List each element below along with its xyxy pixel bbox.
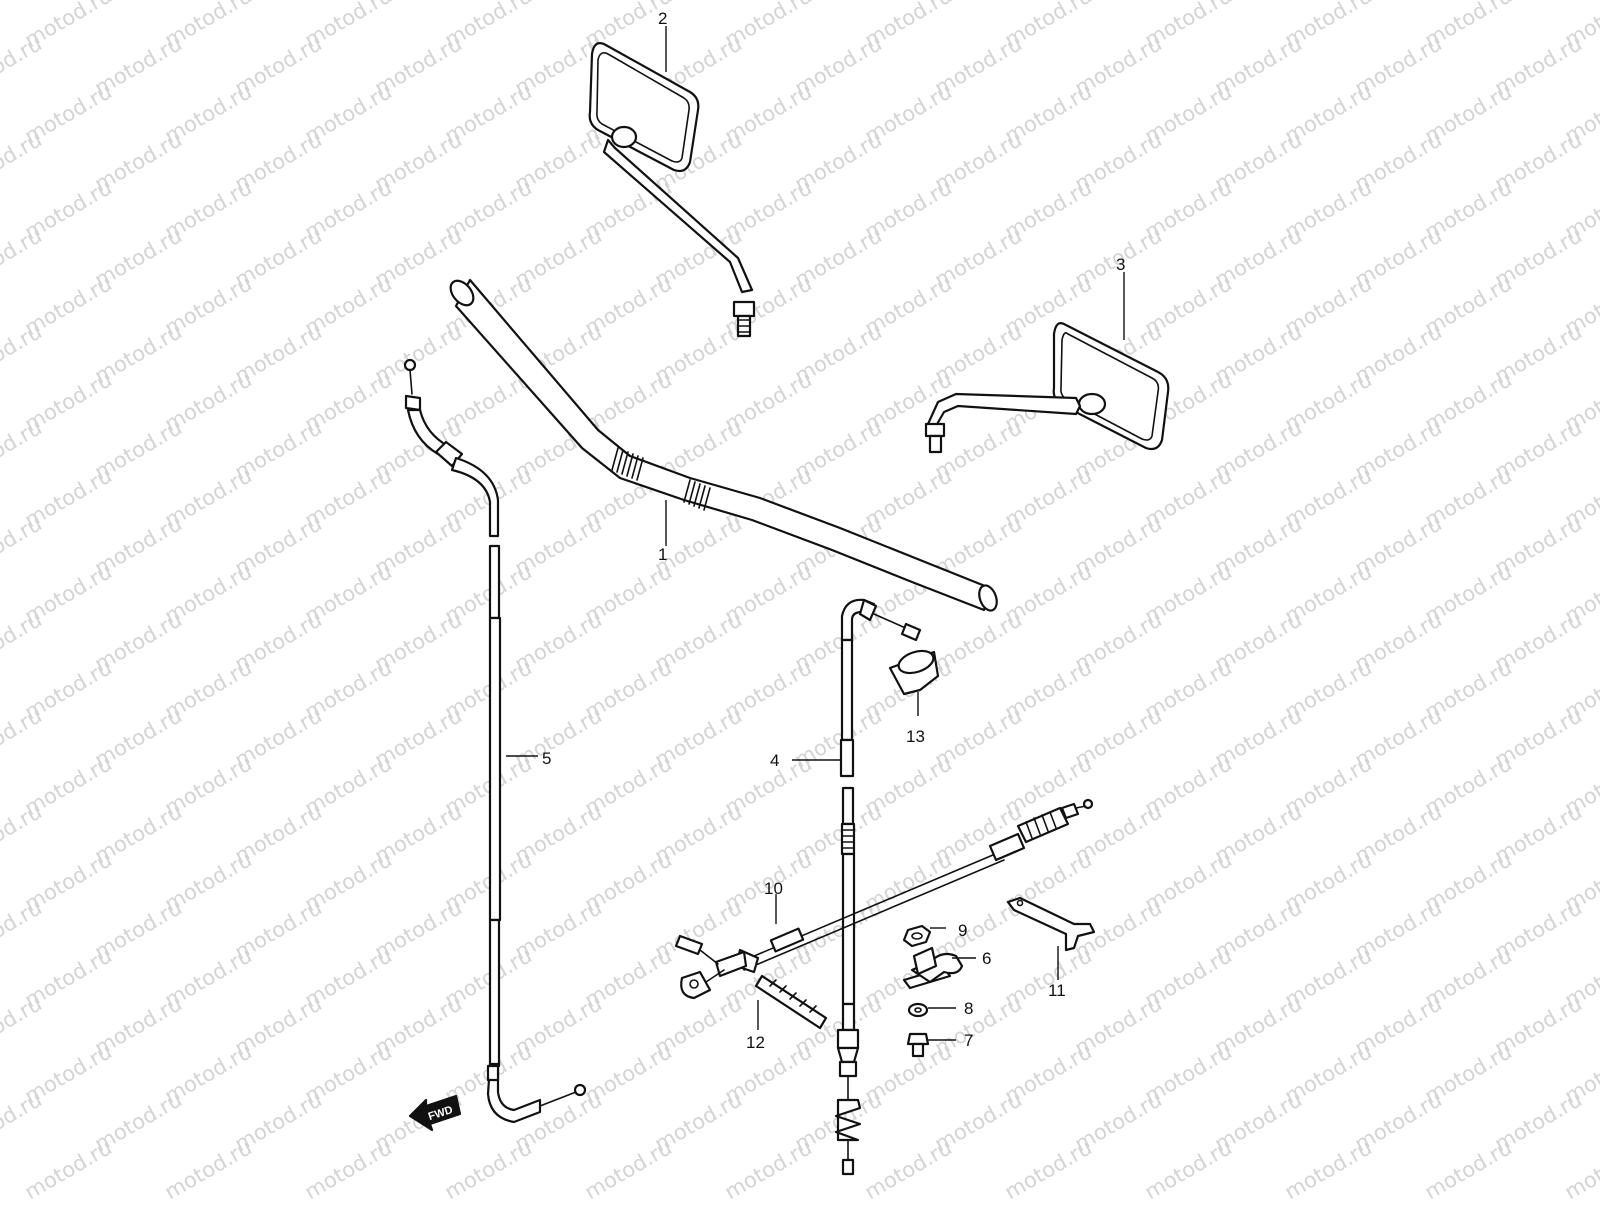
watermark-text: motod.ru: [0, 127, 46, 196]
watermark-text: motod.ru: [581, 1135, 676, 1200]
callout-8: 8: [964, 999, 973, 1018]
watermark-text: motod.ru: [301, 1135, 396, 1200]
watermark-text: motod.ru: [0, 511, 46, 580]
washer: [909, 1004, 927, 1016]
callout-5: 5: [542, 749, 551, 768]
watermark-text: motod.ru: [441, 1135, 536, 1200]
callout-2: 2: [658, 9, 667, 28]
callout-9: 9: [958, 921, 967, 940]
watermark-text: motod.ru: [0, 703, 46, 772]
watermark-text: motod.ru: [0, 223, 46, 292]
callout-10: 10: [764, 879, 783, 898]
nut: [904, 926, 930, 946]
watermark-text: motod.ru: [0, 31, 46, 100]
watermark-text: motod.ru: [0, 607, 46, 676]
callout-1: 1: [658, 545, 667, 564]
watermark-text: motod.ru: [0, 1087, 46, 1156]
callout-3: 3: [1116, 255, 1125, 274]
callout-12: 12: [746, 1033, 765, 1052]
callout-13: 13: [906, 727, 925, 746]
callout-6: 6: [982, 949, 991, 968]
watermark-text: motod.ru: [161, 1135, 256, 1200]
band: [756, 976, 826, 1028]
watermark-text: motod.ru: [1421, 1135, 1516, 1200]
watermark-text: motod.ru: [0, 415, 46, 484]
callout-4: 4: [770, 751, 779, 770]
watermark-text: motod.ru: [1281, 1135, 1376, 1200]
watermark-text: motod.ru: [21, 1135, 116, 1200]
watermark-text: motod.ru: [0, 0, 46, 4]
watermark-text: motod.ru: [1141, 1135, 1236, 1200]
watermark-text: motod.ru: [0, 319, 46, 388]
watermark-text: motod.ru: [0, 799, 46, 868]
watermark-text: motod.ru: [1001, 1135, 1096, 1200]
callout-11: 11: [1048, 981, 1066, 1000]
callout-7: 7: [964, 1031, 973, 1050]
watermark-text: motod.ru: [1561, 1135, 1600, 1200]
watermark-text: motod.ru: [721, 1135, 816, 1200]
watermark-text: motod.ru: [0, 895, 46, 964]
watermark-text: motod.ru: [0, 991, 46, 1060]
watermark-text: motod.ru: [861, 1135, 956, 1200]
